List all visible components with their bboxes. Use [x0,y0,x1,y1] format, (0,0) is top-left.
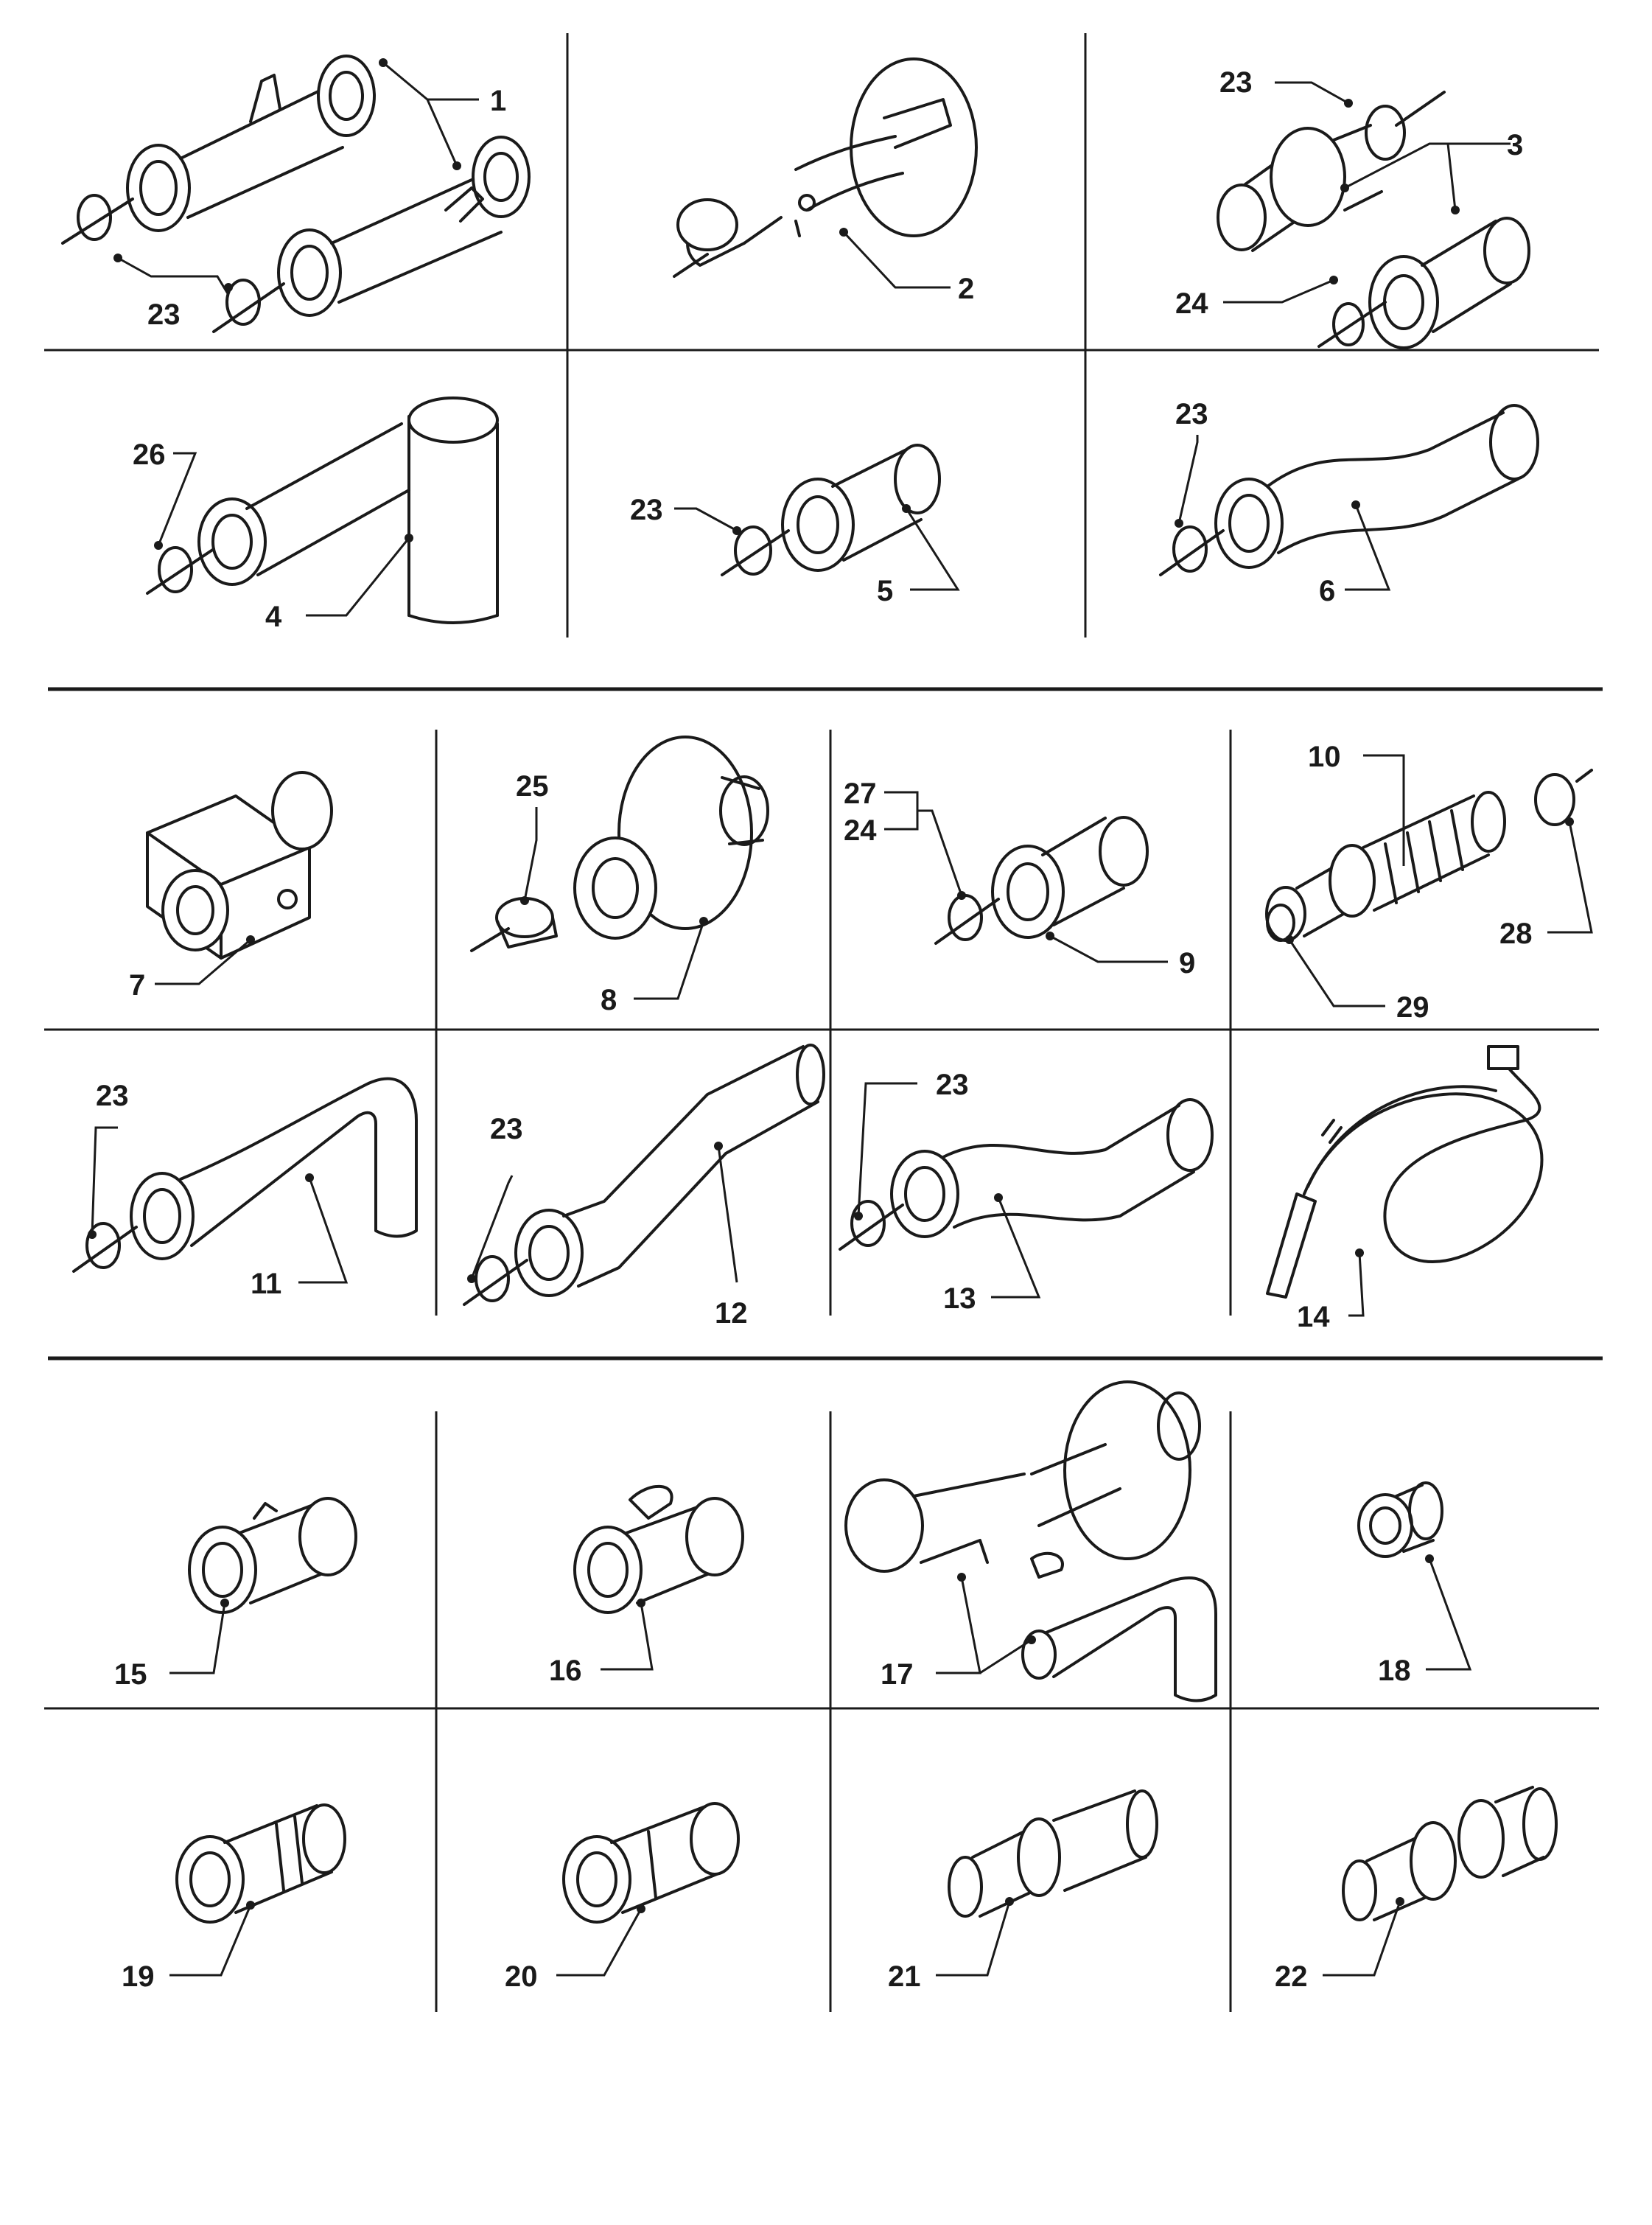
callout-23-panel-3: 23 [1219,66,1253,99]
callout-25: 25 [516,770,549,803]
callout-22: 22 [1275,1960,1308,1993]
callout-23-panel-12: 23 [490,1113,523,1145]
panel-grid [44,33,1603,2012]
callout-23-panel-11: 23 [96,1080,129,1112]
part-18-plug-drawing [1357,1481,1443,1558]
part-20-union-drawing [562,1802,740,1924]
part-6-bent-pipe-drawing [1159,404,1539,576]
callout-6: 6 [1319,575,1335,607]
callout-8: 8 [601,984,617,1016]
callout-5: 5 [877,575,893,607]
part-2-elbow-valve-drawing [673,57,978,278]
part-10-threaded-fitting-drawing [1265,769,1593,942]
part-3-fitting-pair-drawing [1217,91,1530,349]
callout-29: 29 [1396,991,1429,1024]
callout-3: 3 [1507,129,1523,161]
callout-2: 2 [958,273,974,305]
callout-10: 10 [1308,741,1341,773]
callout-26: 26 [133,439,166,471]
callout-23-panel-6: 23 [1175,398,1208,430]
callout-23-panel-13: 23 [936,1069,969,1101]
callout-27: 27 [844,778,877,810]
callout-16: 16 [549,1655,582,1687]
callout-9: 9 [1179,947,1195,979]
part-15-inline-valve-drawing [188,1497,357,1614]
callout-28: 28 [1499,918,1533,950]
part-14-sensor-cable-drawing [1266,1045,1544,1299]
callout-4: 4 [265,601,282,633]
callout-18: 18 [1378,1655,1411,1687]
callout-24-panel-3: 24 [1175,287,1208,320]
part-12-offset-pipe-drawing [463,1044,825,1306]
callout-13: 13 [943,1282,976,1315]
callout-20: 20 [505,1960,538,1993]
leader-lines [88,58,1593,1977]
part-22-adaptor-drawing [1342,1786,1558,1921]
callout-23-panel-5: 23 [630,494,663,526]
part-9-fitting-drawing [934,816,1149,945]
callout-23-panel-1: 23 [147,298,181,331]
part-4-pipe-drawing [146,397,499,624]
callout-14: 14 [1297,1301,1330,1333]
callout-12: 12 [715,1297,748,1330]
callout-1: 1 [490,85,506,117]
callout-11: 11 [251,1268,281,1300]
part-19-adaptor-drawing [175,1803,346,1924]
part-1-valve-pair-drawing [61,55,531,333]
part-13-bent-pipe-drawing [839,1098,1214,1251]
part-16-handle-valve-drawing [573,1484,744,1614]
part-8-flanged-fitting-drawing [470,736,769,952]
callout-15: 15 [114,1658,147,1691]
callout-19: 19 [122,1960,155,1993]
part-5-fitting-drawing [721,444,941,576]
part-7-tee-block-drawing [146,771,333,960]
callout-21: 21 [888,1960,921,1993]
part-21-adaptor-drawing [948,1789,1158,1918]
part-11-j-pipe-drawing [72,1077,418,1273]
callout-24-panel-9: 24 [844,814,877,847]
callout-7: 7 [129,969,145,1002]
callout-labels: 1 23 2 23 3 24 26 4 23 5 23 6 7 25 8 27 … [96,66,1533,1993]
part-17-elbow-valve-pipe-drawing [844,1380,1217,1702]
callout-17: 17 [881,1658,914,1691]
